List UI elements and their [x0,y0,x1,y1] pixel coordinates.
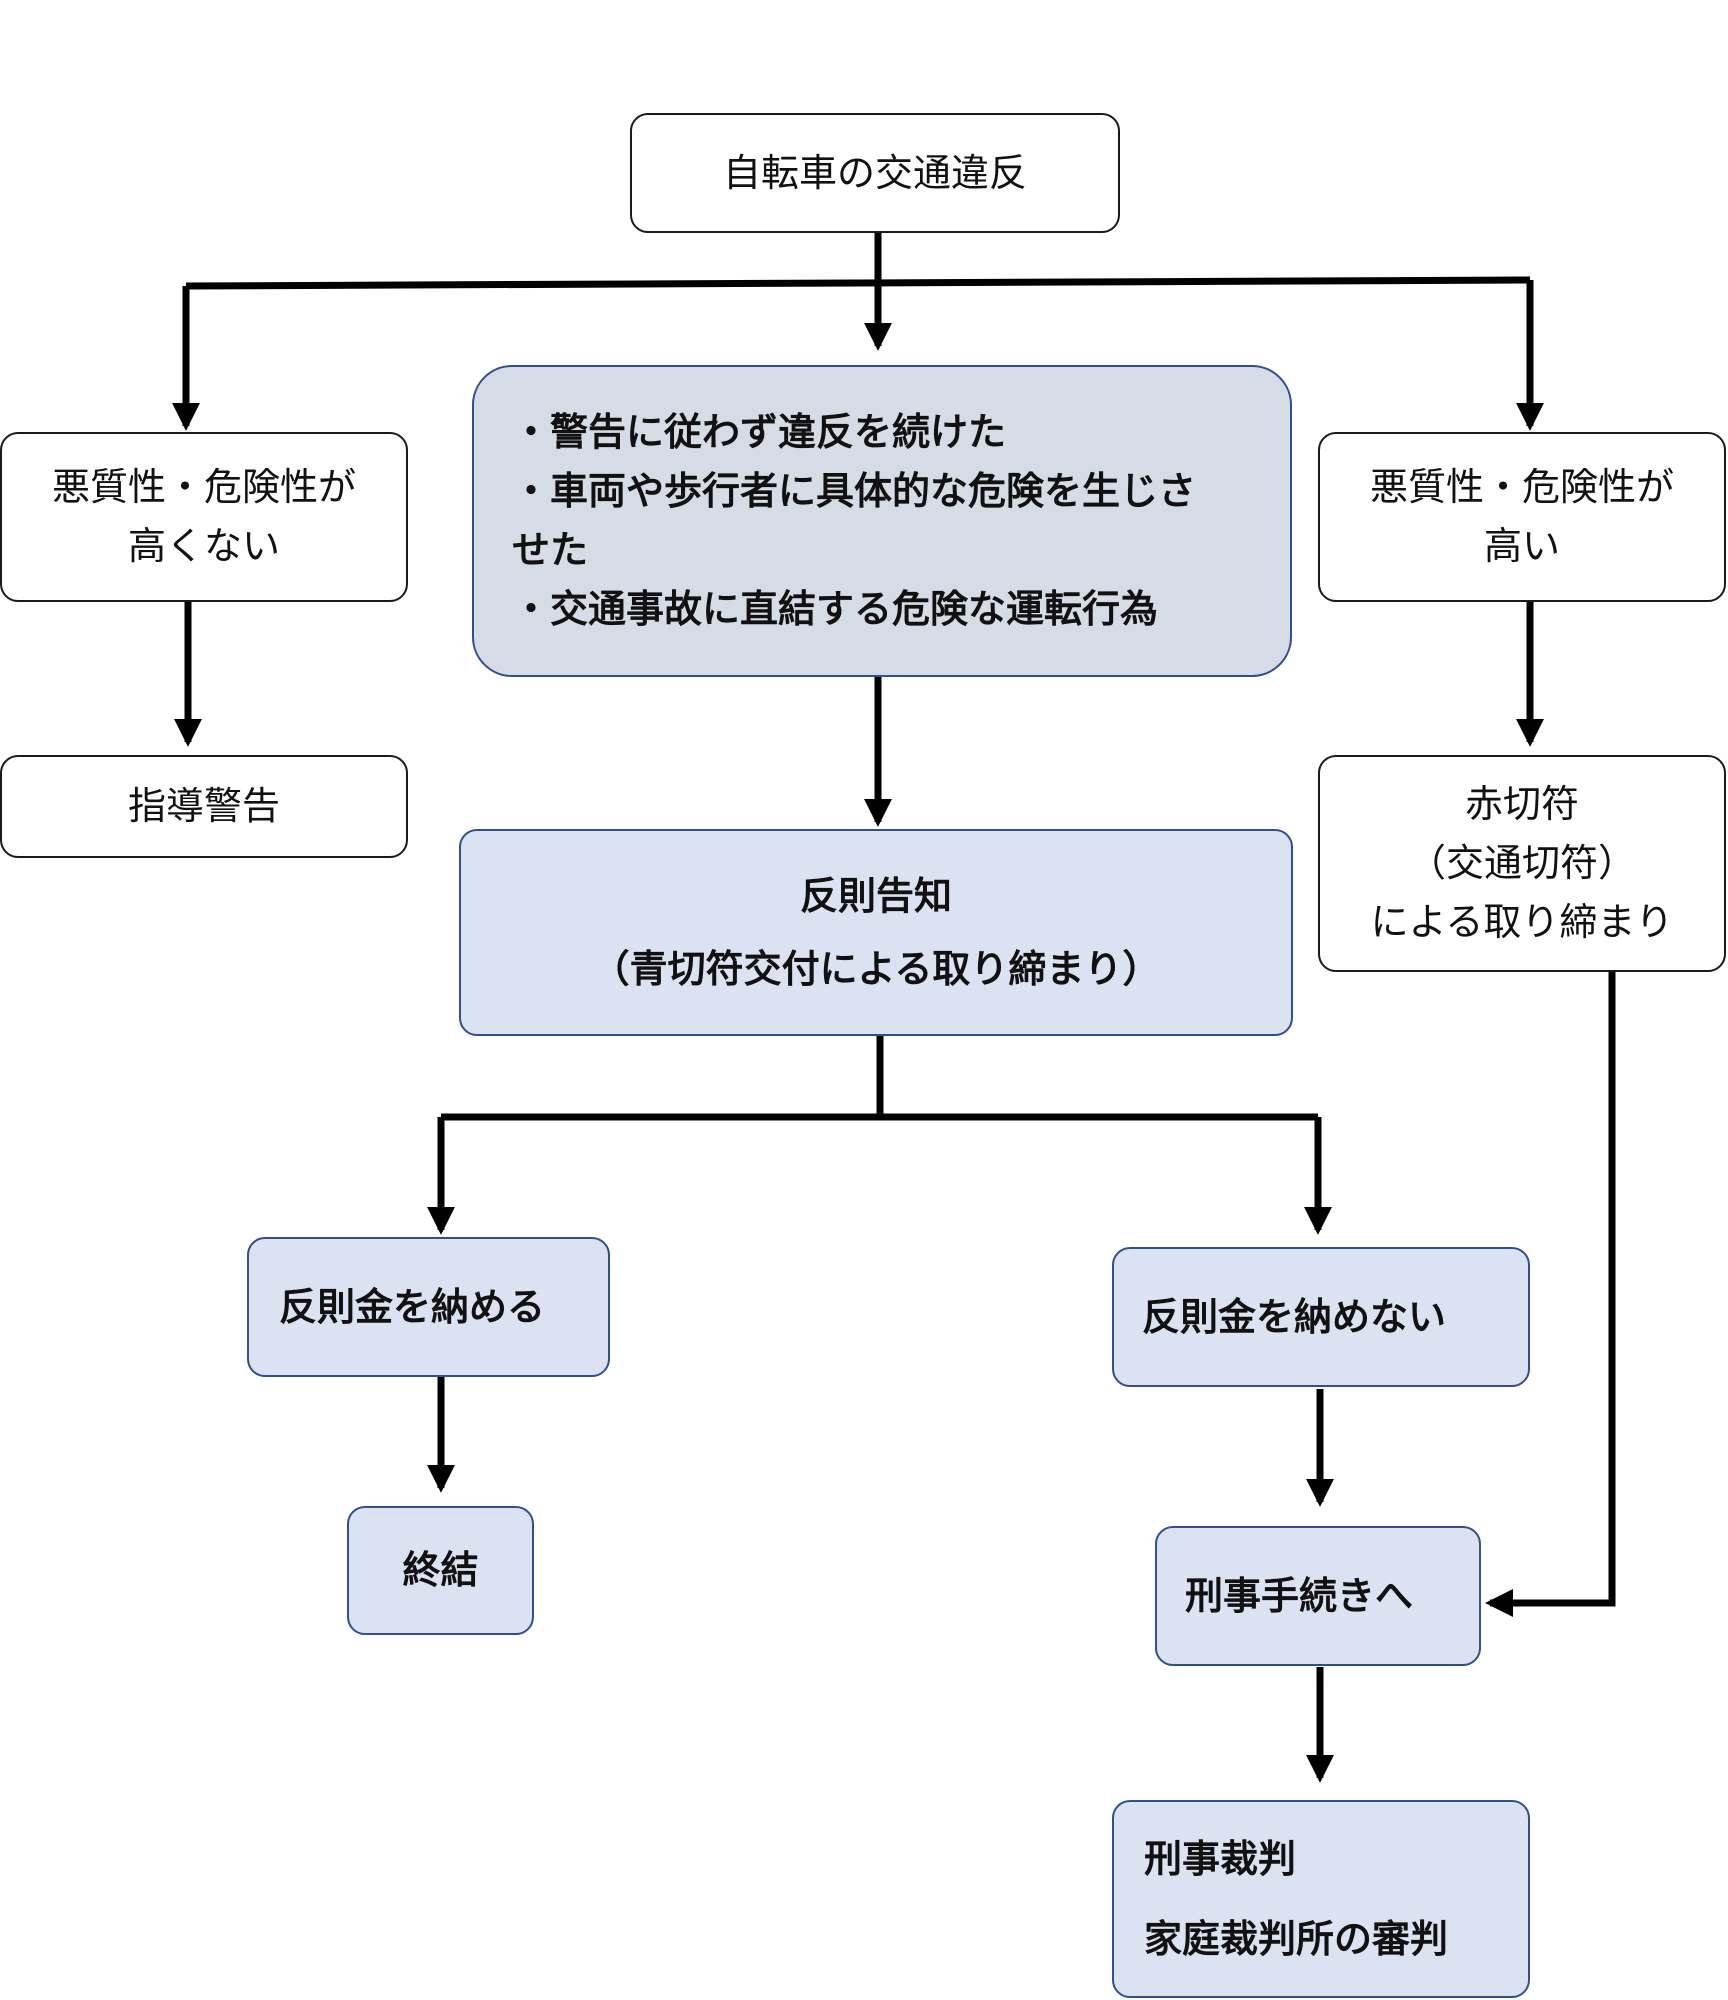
node-conditions-line4: ・交通事故に直結する危険な運転行為 [512,585,1159,631]
node-high-risk-line2: 高い [1483,524,1560,568]
node-low-risk-line2: 高くない [127,524,280,568]
node-pay-fine-text: 反則金を納める [279,1283,546,1329]
node-violation-notice: 反則告知 （青切符交付による取り締まり） [459,829,1293,1036]
node-guidance-warning: 指導警告 [0,755,408,858]
node-low-risk-line1: 悪質性・危険性が [51,465,356,510]
node-criminal-procedure: 刑事手続きへ [1155,1526,1481,1666]
node-criminal-trial-line2: 家庭裁判所の審判 [1144,1916,1449,1961]
node-red-ticket: 赤切符 （交通切符） による取り締まり [1318,755,1726,972]
node-pay-fine: 反則金を納める [247,1237,610,1377]
node-conditions: ・警告に従わず違反を続けた ・車両や歩行者に具体的な危険を生じさ せた ・交通事… [472,365,1292,677]
arrow-red-ticket-to-criminal [1485,972,1616,1617]
node-case-closed-text: 終結 [402,1547,479,1593]
node-red-ticket-line3: による取り締まり [1370,899,1674,944]
node-red-ticket-line1: 赤切符 [1464,782,1579,827]
node-bicycle-violation-text: 自転車の交通違反 [722,150,1027,195]
node-criminal-trial-line1: 刑事裁判 [1144,1836,1297,1882]
node-low-risk: 悪質性・危険性が 高くない [0,432,408,602]
connector-top-bar [185,276,1531,290]
node-case-closed: 終結 [347,1506,534,1635]
node-criminal-procedure-text: 刑事手続きへ [1185,1572,1414,1618]
node-bicycle-violation: 自転車の交通違反 [630,113,1120,233]
node-criminal-trial: 刑事裁判 家庭裁判所の審判 [1112,1800,1530,1998]
node-high-risk: 悪質性・危険性が 高い [1318,432,1726,602]
node-violation-notice-line2: （青切符交付による取り締まり） [591,945,1161,991]
node-not-pay-fine: 反則金を納めない [1112,1247,1530,1387]
node-guidance-warning-text: 指導警告 [127,784,280,829]
node-conditions-line3: せた [512,527,589,572]
node-conditions-line2: ・車両や歩行者に具体的な危険を生じさ [512,468,1197,514]
node-high-risk-line1: 悪質性・危険性が [1369,465,1674,510]
node-conditions-line1: ・警告に従わず違反を続けた [512,409,1007,455]
node-not-pay-fine-text: 反則金を納めない [1142,1293,1447,1339]
node-violation-notice-line1: 反則告知 [799,873,952,919]
node-red-ticket-line2: （交通切符） [1407,841,1636,886]
